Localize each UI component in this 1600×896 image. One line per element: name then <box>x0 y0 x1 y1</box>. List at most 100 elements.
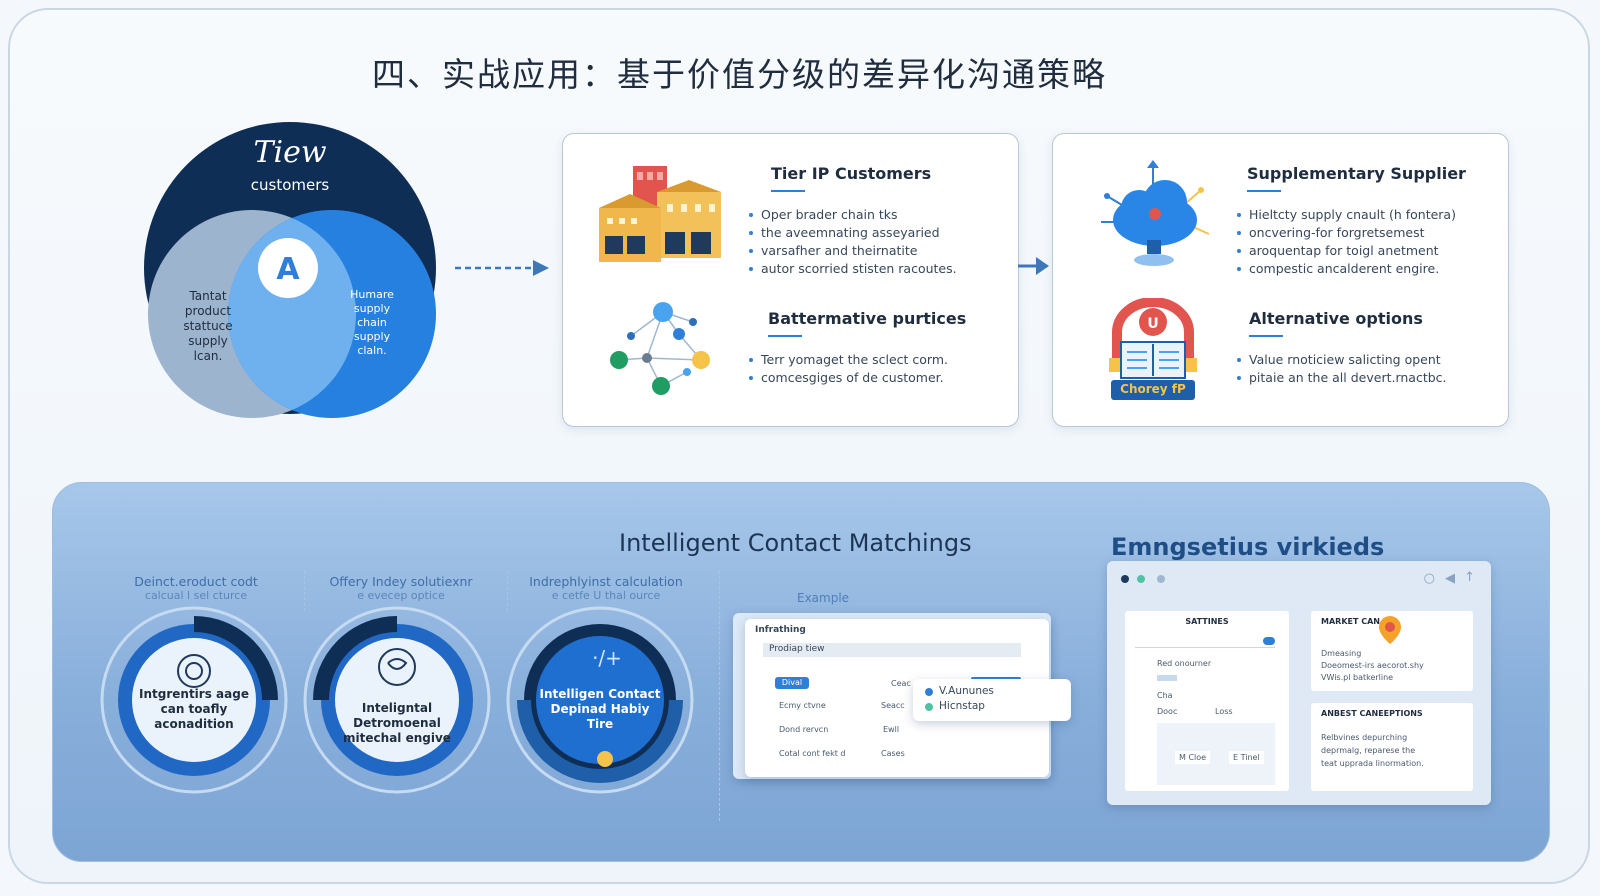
settings-row-1[interactable]: Red onourner <box>1157 659 1212 668</box>
bullet-item: pitaie an the all devert.rnactbc. <box>1237 369 1497 387</box>
bullet-item: compestic ancalderent engire. <box>1237 260 1497 278</box>
conceptions-text-2: deprmalg, reparese the <box>1321 746 1416 755</box>
settings-small-label: Loss <box>1215 707 1233 716</box>
example-col2-1: Ceac <box>891 679 911 688</box>
refresh-icon[interactable]: ○ <box>1423 571 1435 586</box>
svg-text:supply: supply <box>188 334 228 348</box>
ring-gauge-1 <box>100 606 288 794</box>
column-label-1: Deinct.eroduct codt calcual l sel cturce <box>134 574 258 603</box>
market-text-2: Doeomest-irs aecorot.shy <box>1321 661 1424 670</box>
section-title-alternative-practices: Battermative purtices <box>768 309 967 328</box>
ring-3-text: Intelligen Contact Depinad Habiy Tire <box>539 687 661 731</box>
settings-button-2[interactable]: E Tinel <box>1229 751 1264 764</box>
example-col2-2: Seacc <box>881 701 905 710</box>
section-rule <box>1249 335 1283 337</box>
settings-header: SATTINES <box>1185 617 1229 626</box>
page-title: 四、实战应用：基于价值分级的差异化沟通策略 <box>372 55 1107 94</box>
market-header: MARKET CAN <box>1321 617 1380 626</box>
venn-right-text: Humare supply chain supply claln. <box>350 288 394 357</box>
settings-button-1[interactable]: M Cloe <box>1175 751 1211 764</box>
network-nodes-icon <box>610 302 710 395</box>
supplementary-supplier-card: Supplementary Supplier Hieltcty supply c… <box>1052 133 1509 427</box>
popup-dot-blue <box>925 688 933 696</box>
section-rule <box>771 190 805 192</box>
bullet-item: Terr yomaget the sclect corm. <box>749 351 999 369</box>
svg-text:U: U <box>1147 316 1158 332</box>
window-dot-green <box>1137 575 1145 583</box>
intelligent-matching-panel: Intelligent Contact Matchings Emngsetius… <box>52 482 1550 862</box>
window-dot-grey <box>1157 575 1165 583</box>
section-title-tier-customers: Tier IP Customers <box>771 164 932 183</box>
tier-customers-bullets: Oper brader chain tks the aveemnating as… <box>749 206 999 278</box>
settings-row-3[interactable]: Dooc <box>1157 707 1178 716</box>
tier-customers-card: Tier IP Customers Oper brader chain tks … <box>562 133 1019 427</box>
app-window: ○ ◀ ↑ SATTINES Red onourner Cha Dooc Los… <box>1107 561 1491 805</box>
example-row-3[interactable]: Cotal cont fekt d <box>779 749 846 758</box>
bullet-item: Oper brader chain tks <box>749 206 999 224</box>
back-icon[interactable]: ◀ <box>1445 571 1455 586</box>
svg-text:·/+: ·/+ <box>592 646 622 670</box>
svg-text:supply: supply <box>354 302 391 315</box>
section-title-supplementary-supplier: Supplementary Supplier <box>1247 164 1466 183</box>
supplementary-supplier-bullets: Hieltcty supply cnault (h fontera) oncve… <box>1237 206 1497 278</box>
book-magnet-badge-icon: U <box>1109 298 1197 400</box>
panel-title-right: Emngsetius virkieds <box>1111 533 1385 561</box>
settings-slider-1[interactable] <box>1157 675 1177 681</box>
arrow-right-icon <box>1018 257 1049 275</box>
column-label-3: Indrephlyinst calculation e cetfe U thal… <box>529 574 683 603</box>
popup-option-1[interactable]: V.Aununes <box>939 685 994 697</box>
example-chip-button[interactable]: Dival <box>775 677 809 689</box>
section-title-alternative-options: Alternative options <box>1249 309 1423 328</box>
example-col2-4: Cases <box>881 749 905 758</box>
bullet-item: aroquentap for toigl anetment <box>1237 242 1497 260</box>
svg-text:supply: supply <box>354 330 391 343</box>
column-divider <box>507 571 508 611</box>
upload-icon[interactable]: ↑ <box>1464 570 1475 585</box>
example-row-2[interactable]: Dond rervcn <box>779 725 829 734</box>
popup-option-2[interactable]: Hicnstap <box>939 700 985 712</box>
svg-text:stattuce: stattuce <box>183 319 232 333</box>
column-divider <box>719 571 720 821</box>
conceptions-text-3: teat upprada linormation. <box>1321 759 1424 768</box>
svg-text:claln.: claln. <box>357 344 386 357</box>
settings-panel: SATTINES Red onourner Cha Dooc Loss M Cl… <box>1125 611 1289 791</box>
conceptions-text-1: Relbvines depurching <box>1321 733 1408 742</box>
conceptions-header: ANBEST CANEEPTIONS <box>1321 709 1423 718</box>
svg-text:Tantat: Tantat <box>188 289 226 303</box>
dashed-arrow-icon <box>455 260 549 276</box>
warehouse-buildings-icon <box>599 166 721 262</box>
example-toolbar-label: Prodiap tiew <box>769 644 825 654</box>
tier-venn-diagram: Tiew customers A Tantat product stattuce… <box>144 122 436 418</box>
venn-top-subtitle: customers <box>251 176 330 194</box>
badge-label: Chorey fP <box>1120 382 1186 396</box>
ring-gauge-3: ·/+ <box>506 606 694 794</box>
section-rule <box>768 335 802 337</box>
settings-search-input[interactable] <box>1135 637 1275 648</box>
svg-text:Humare: Humare <box>350 288 394 301</box>
popup-dot-green <box>925 703 933 711</box>
venn-center-letter: A <box>276 252 300 287</box>
bullet-item: varsafher and theirnatite <box>749 242 999 260</box>
bullet-item: comcesgiges of de customer. <box>749 369 999 387</box>
alternative-practices-bullets: Terr yomaget the sclect corm. comcesgige… <box>749 351 999 387</box>
example-row-1[interactable]: Ecmy ctvne <box>779 701 826 710</box>
settings-toggle[interactable] <box>1263 637 1275 645</box>
window-dot-dark <box>1121 575 1129 583</box>
settings-row-2[interactable]: Cha <box>1157 691 1173 700</box>
svg-text:chain: chain <box>357 316 387 329</box>
example-header: Infrathing <box>755 625 806 635</box>
alternative-options-bullets: Value rnoticiew salicting opent pitaie a… <box>1237 351 1497 387</box>
bullet-item: Hieltcty supply cnault (h fontera) <box>1237 206 1497 224</box>
venn-center-badge <box>258 238 318 298</box>
ring-2-text: Inteligntal Detromoenal mitechal engive <box>343 701 451 745</box>
section-rule <box>1247 190 1281 192</box>
market-text-1: Dmeasing <box>1321 649 1362 658</box>
ring-gauge-2 <box>303 606 491 794</box>
example-col2-3: Ewll <box>883 725 900 734</box>
bullet-item: oncvering-for forgretsemest <box>1237 224 1497 242</box>
ring-1-text: Intgrentirs aage can toafly aconadition <box>139 687 249 731</box>
column-label-2: Offery Indey solutiexnr e evecep optice <box>329 574 473 603</box>
example-dropdown-popup[interactable]: V.Aununes Hicnstap <box>913 679 1071 721</box>
bullet-item: the aveemnating asseyaried <box>749 224 999 242</box>
market-text-3: VWis.pl batkerline <box>1321 673 1394 682</box>
